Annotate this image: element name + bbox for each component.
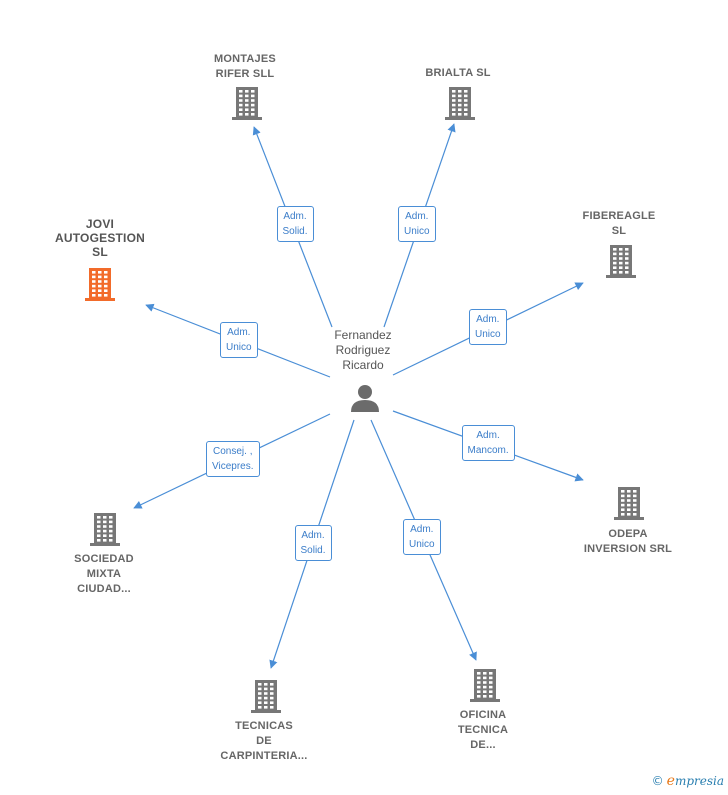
brand-name: mpresia xyxy=(674,774,724,788)
copyright-icon: © xyxy=(651,774,664,788)
company-name-oficina[interactable]: OFICINA TECNICA DE... xyxy=(457,709,509,751)
person-icon[interactable] xyxy=(351,385,379,412)
company-name-fibereagle[interactable]: FIBEREAGLE SL xyxy=(582,210,656,237)
relation-label-oficina[interactable]: Adm. Unico xyxy=(403,519,441,555)
building-icon-sociedad[interactable] xyxy=(90,513,120,546)
company-name-montajes[interactable]: MONTAJES RIFER SLL xyxy=(214,53,276,80)
building-icon-tecnicas[interactable] xyxy=(251,680,281,713)
company-name-tecnicas[interactable]: TECNICAS DE CARPINTERIA... xyxy=(220,720,308,762)
relation-label-montajes[interactable]: Adm. Solid. xyxy=(276,206,314,242)
company-name-jovi[interactable]: JOVI AUTOGESTION SL xyxy=(55,217,145,259)
relation-label-fibereagle[interactable]: Adm. Unico xyxy=(469,309,507,345)
relation-label-sociedad[interactable]: Consej. , Vicepres. xyxy=(206,441,260,477)
building-icon-brialta[interactable] xyxy=(445,87,475,120)
relation-label-tecnicas[interactable]: Adm. Solid. xyxy=(294,525,332,561)
building-icon-odepa[interactable] xyxy=(614,487,644,520)
relation-label-odepa[interactable]: Adm. Mancom. xyxy=(461,425,515,461)
relation-label-jovi[interactable]: Adm. Unico xyxy=(220,322,258,358)
center-person-name[interactable]: Fernandez Rodriguez Ricardo xyxy=(334,328,392,372)
company-name-odepa[interactable]: ODEPA INVERSION SRL xyxy=(583,528,673,555)
company-name-brialta[interactable]: BRIALTA SL xyxy=(425,67,491,79)
company-name-sociedad[interactable]: SOCIEDAD MIXTA CIUDAD... xyxy=(74,553,134,595)
relation-label-brialta[interactable]: Adm. Unico xyxy=(398,206,436,242)
building-icon-jovi[interactable] xyxy=(85,268,115,301)
building-icon-oficina[interactable] xyxy=(470,669,500,702)
building-icon-montajes[interactable] xyxy=(232,87,262,120)
brand-initial: e xyxy=(666,773,675,789)
footer-brand: ©empresia xyxy=(652,773,724,789)
building-icon-fibereagle[interactable] xyxy=(606,245,636,278)
